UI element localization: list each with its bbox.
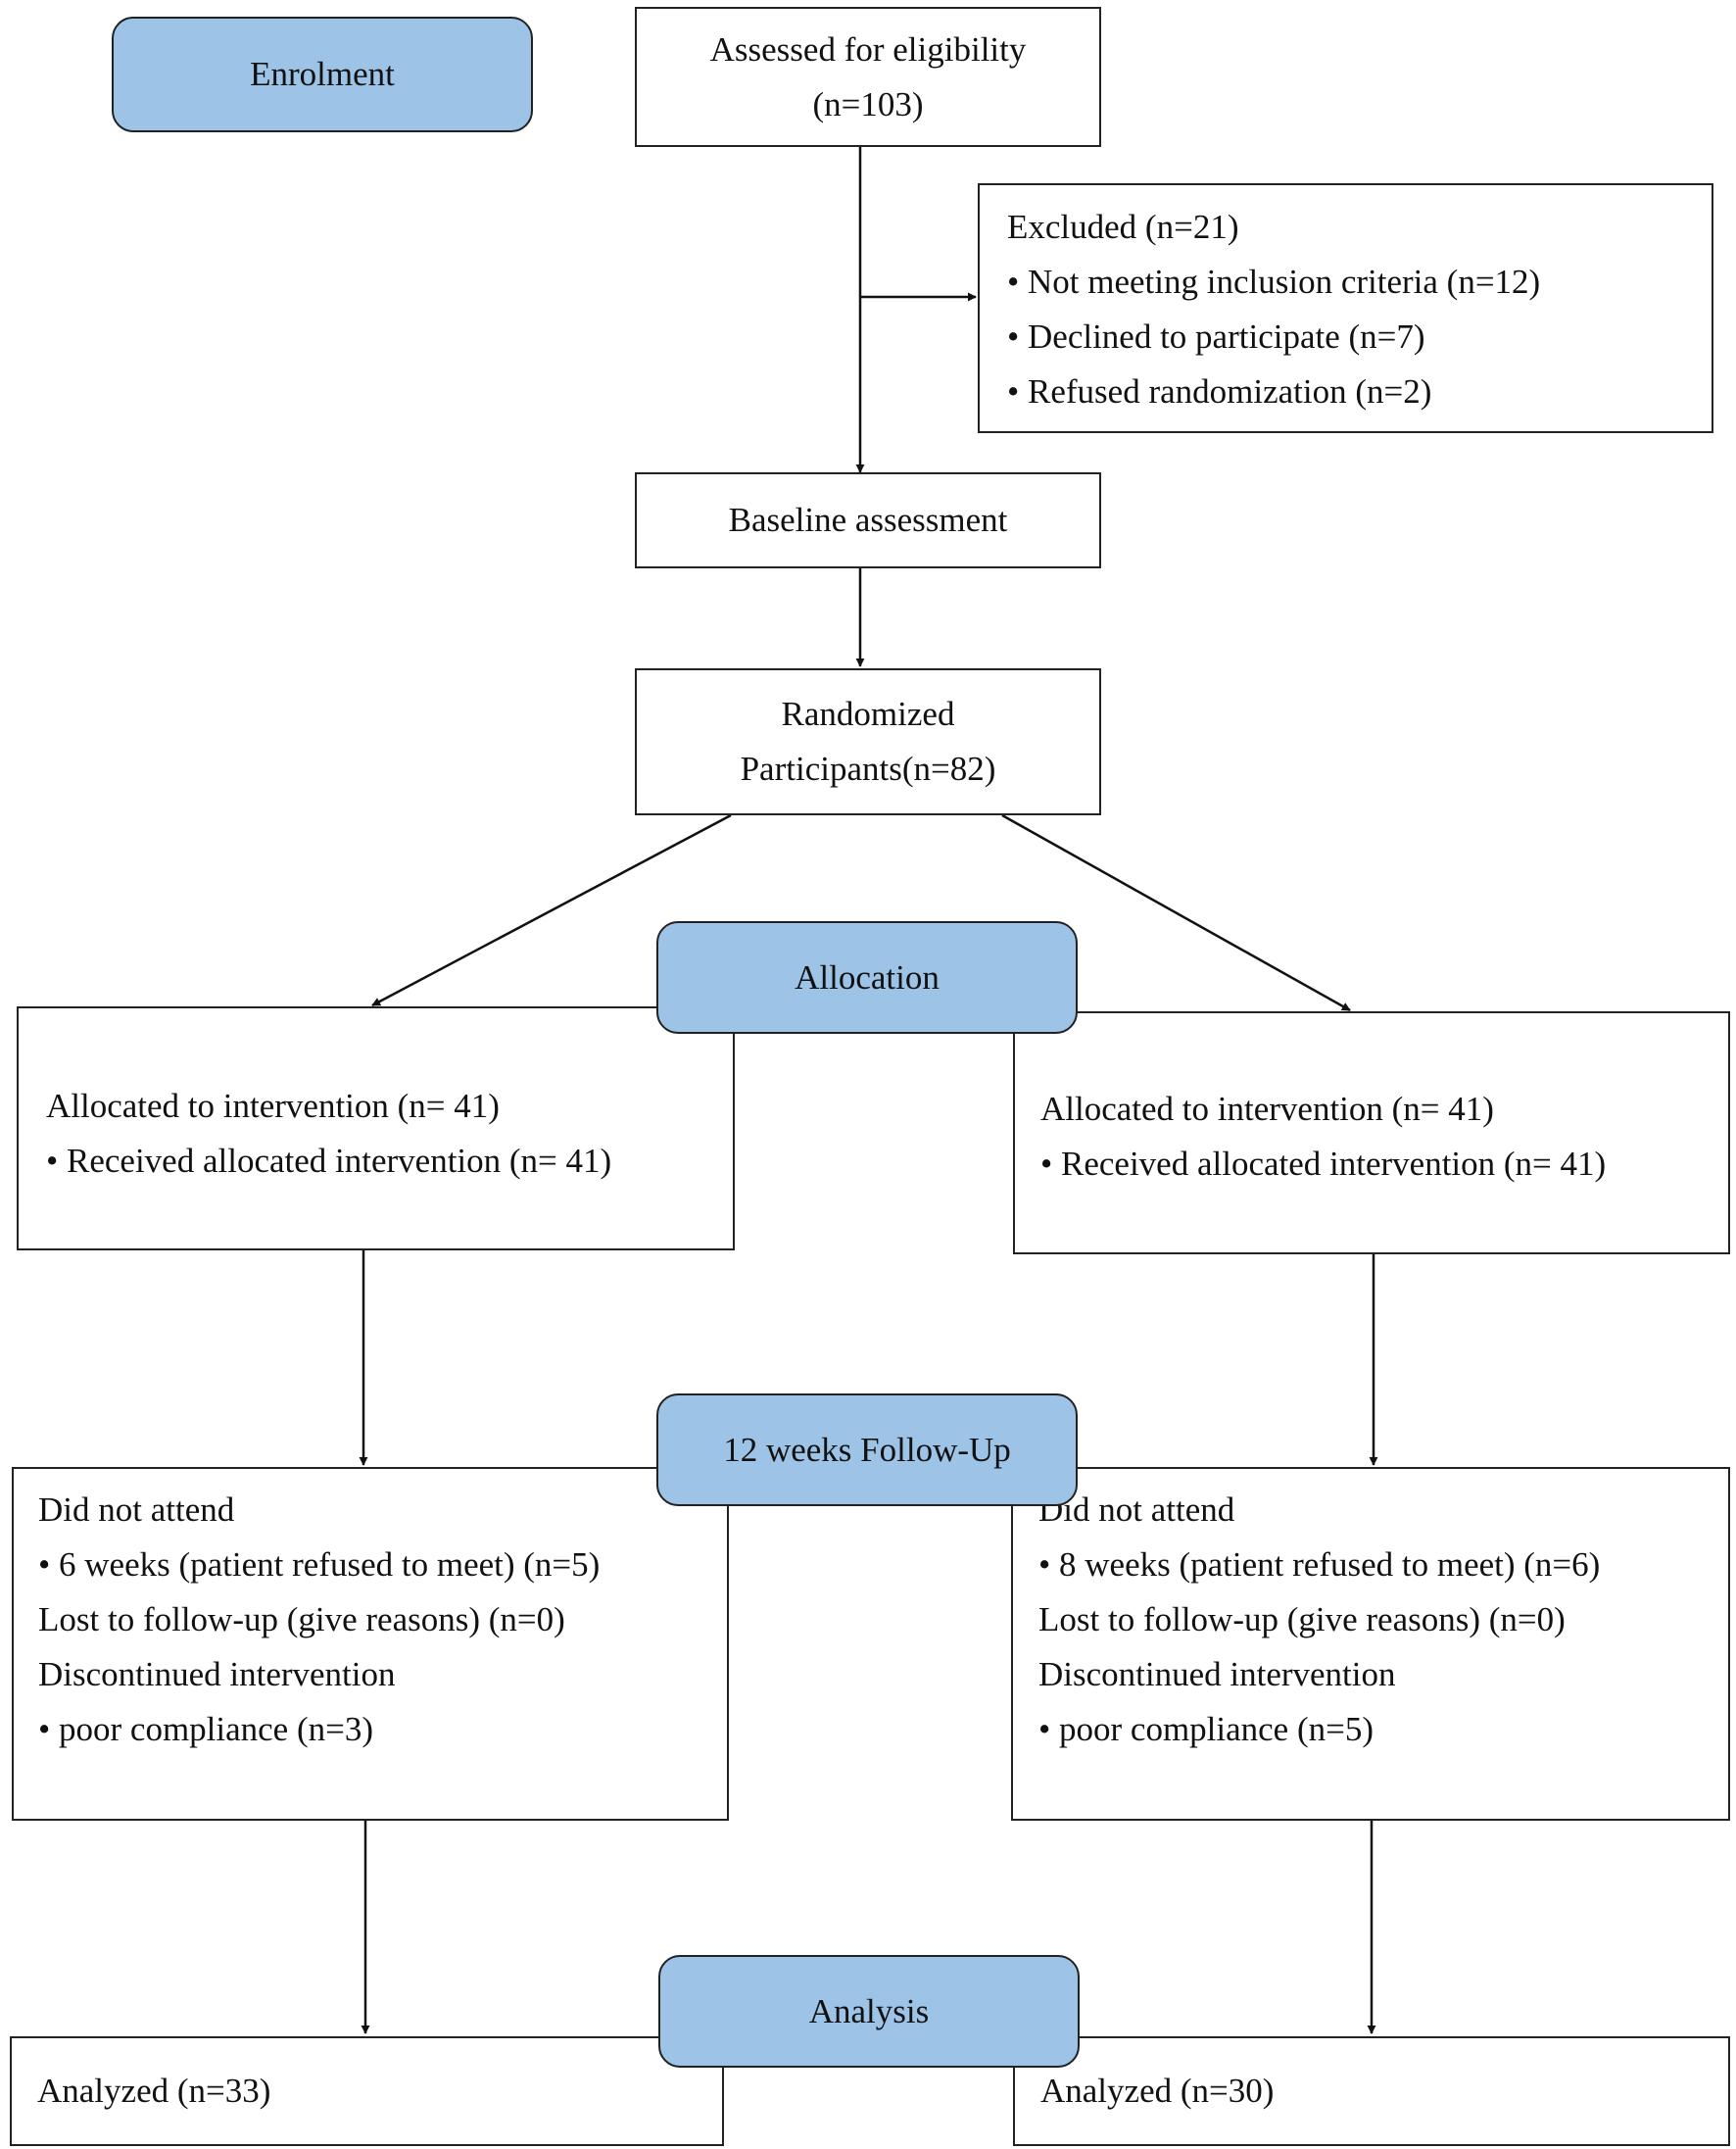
analysis-left-label: Analyzed (n=33) [37,2072,271,2110]
allocation-right-box: Allocated to intervention (n= 41) • Rece… [1013,1011,1730,1254]
stage-allocation: Allocation [656,921,1078,1034]
allocation-left-received: • Received allocated intervention (n= 41… [46,1142,612,1180]
randomized-count: Participants(n=82) [740,750,996,788]
baseline-box: Baseline assessment [635,472,1101,568]
allocation-right-received: • Received allocated intervention (n= 41… [1040,1145,1607,1183]
stage-analysis: Analysis [658,1955,1080,2068]
stage-analysis-label: Analysis [808,1991,930,2030]
followup-left-item: • poor compliance (n=3) [38,1710,374,1748]
arrow-randomized-to-right [1001,813,1351,1012]
arrow-randomized-to-left [371,813,732,1007]
baseline-label: Baseline assessment [728,501,1008,539]
excluded-box: Excluded (n=21) • Not meeting inclusion … [978,183,1713,433]
followup-right-item: Did not attend [1038,1490,1235,1529]
analysis-left-box: Analyzed (n=33) [10,2036,724,2146]
stage-enrolment-label: Enrolment [250,55,395,93]
randomized-label: Randomized [781,695,955,733]
analysis-right-box: Analyzed (n=30) [1013,2036,1730,2146]
allocation-left-box: Allocated to intervention (n= 41) • Rece… [17,1006,735,1250]
followup-left-item: Lost to follow-up (give reasons) (n=0) [38,1600,565,1638]
excluded-item: • Declined to participate (n=7) [1007,317,1425,356]
followup-right-item: • poor compliance (n=5) [1038,1710,1374,1748]
excluded-title: Excluded (n=21) [1007,208,1239,246]
assessed-label: Assessed for eligibility [709,29,1027,69]
stage-enrolment: Enrolment [112,17,533,132]
followup-right-item: Lost to follow-up (give reasons) (n=0) [1038,1600,1566,1638]
excluded-item: • Not meeting inclusion criteria (n=12) [1007,263,1541,301]
stage-allocation-label: Allocation [795,957,940,997]
followup-left-item: Discontinued intervention [38,1655,396,1693]
stage-follow-up: 12 weeks Follow-Up [656,1393,1078,1506]
followup-left-box: Did not attend • 6 weeks (patient refuse… [12,1467,729,1821]
randomized-box: Randomized Participants(n=82) [635,668,1101,815]
followup-right-item: • 8 weeks (patient refused to meet) (n=6… [1038,1545,1601,1584]
followup-right-item: Discontinued intervention [1038,1655,1396,1693]
analysis-right-label: Analyzed (n=30) [1040,2072,1275,2110]
followup-right-box: Did not attend • 8 weeks (patient refuse… [1011,1467,1730,1821]
followup-left-item: • 6 weeks (patient refused to meet) (n=5… [38,1545,601,1584]
assessed-count: (n=103) [812,84,924,123]
assessed-box: Assessed for eligibility (n=103) [635,7,1101,147]
followup-left-item: Did not attend [38,1490,235,1529]
allocation-right-label: Allocated to intervention (n= 41) [1040,1090,1494,1128]
excluded-item: • Refused randomization (n=2) [1007,372,1432,411]
allocation-left-label: Allocated to intervention (n= 41) [46,1087,500,1125]
stage-follow-up-label: 12 weeks Follow-Up [723,1430,1011,1469]
